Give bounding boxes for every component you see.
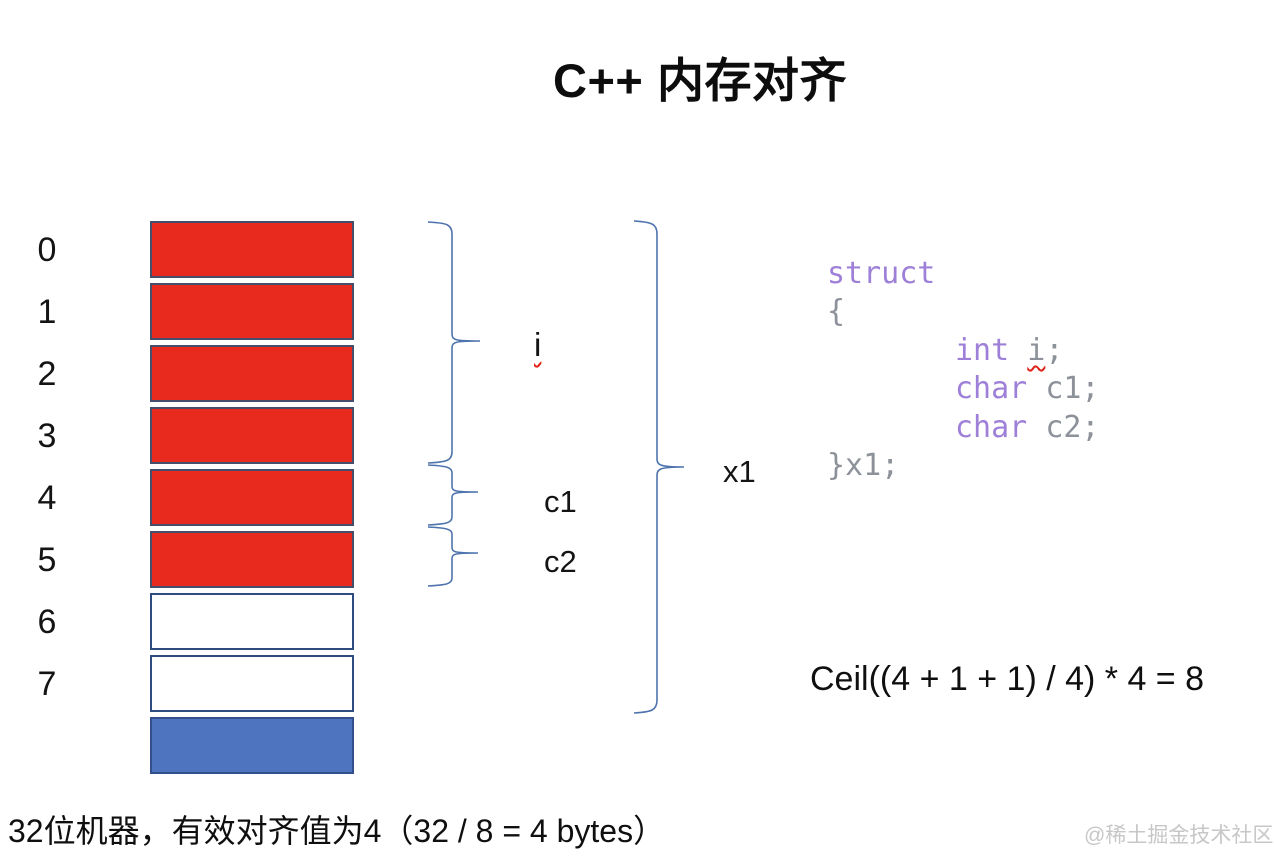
memory-cell-4 — [150, 469, 354, 526]
code-token: char — [955, 409, 1028, 445]
brace-x1 — [633, 220, 685, 714]
code-token: i — [1027, 332, 1046, 368]
field-label-x1: x1 — [723, 454, 756, 489]
row-label-0: 0 — [37, 231, 57, 269]
code-token: c1; — [1045, 371, 1100, 407]
code-line: char c2; — [827, 409, 1100, 447]
code-token: char — [955, 371, 1028, 407]
code-token: c2; — [1045, 409, 1100, 445]
field-label-i: i — [534, 326, 542, 363]
code-line: struct — [827, 255, 1100, 293]
code-token: { — [827, 294, 846, 330]
row-label-4: 4 — [37, 479, 57, 517]
code-token: }x1; — [827, 448, 900, 484]
watermark-text: @稀土掘金技术社区 — [1084, 824, 1274, 847]
row-label-3: 3 — [37, 417, 57, 455]
brace-i — [427, 221, 481, 464]
code-line: char c1; — [827, 370, 1100, 408]
memory-cell-7 — [150, 655, 354, 712]
code-token — [1027, 371, 1045, 406]
code-token — [1009, 333, 1027, 368]
field-label-c2: c2 — [544, 544, 577, 579]
row-label-1: 1 — [37, 293, 57, 331]
row-label-7: 7 — [37, 665, 57, 703]
code-token: ; — [1045, 332, 1064, 368]
code-line: { — [827, 293, 1100, 331]
memory-cell-6 — [150, 593, 354, 650]
row-label-6: 6 — [37, 603, 57, 641]
row-label-5: 5 — [37, 541, 57, 579]
memory-cell-3 — [150, 407, 354, 464]
page-title: C++ 内存对齐 — [553, 54, 847, 107]
formula-text: Ceil((4 + 1 + 1) / 4) * 4 = 8 — [810, 660, 1205, 698]
row-label-2: 2 — [37, 355, 57, 393]
memory-cell-1 — [150, 283, 354, 340]
code-line: int i; — [827, 332, 1100, 370]
code-block: struct{int i;char c1;char c2;}x1; — [827, 255, 1100, 485]
memory-cell-5 — [150, 531, 354, 588]
memory-cell-0 — [150, 221, 354, 278]
code-line: }x1; — [827, 447, 1100, 485]
code-token: struct — [827, 256, 936, 291]
memory-cell-padding — [150, 717, 354, 774]
memory-cell-2 — [150, 345, 354, 402]
code-token: int — [955, 332, 1010, 368]
field-label-c1: c1 — [544, 484, 577, 519]
code-token — [1027, 410, 1045, 445]
footnote-text: 32位机器，有效对齐值为4（32 / 8 = 4 bytes） — [8, 813, 666, 849]
brace-c2 — [427, 526, 479, 587]
brace-c1 — [427, 464, 479, 526]
